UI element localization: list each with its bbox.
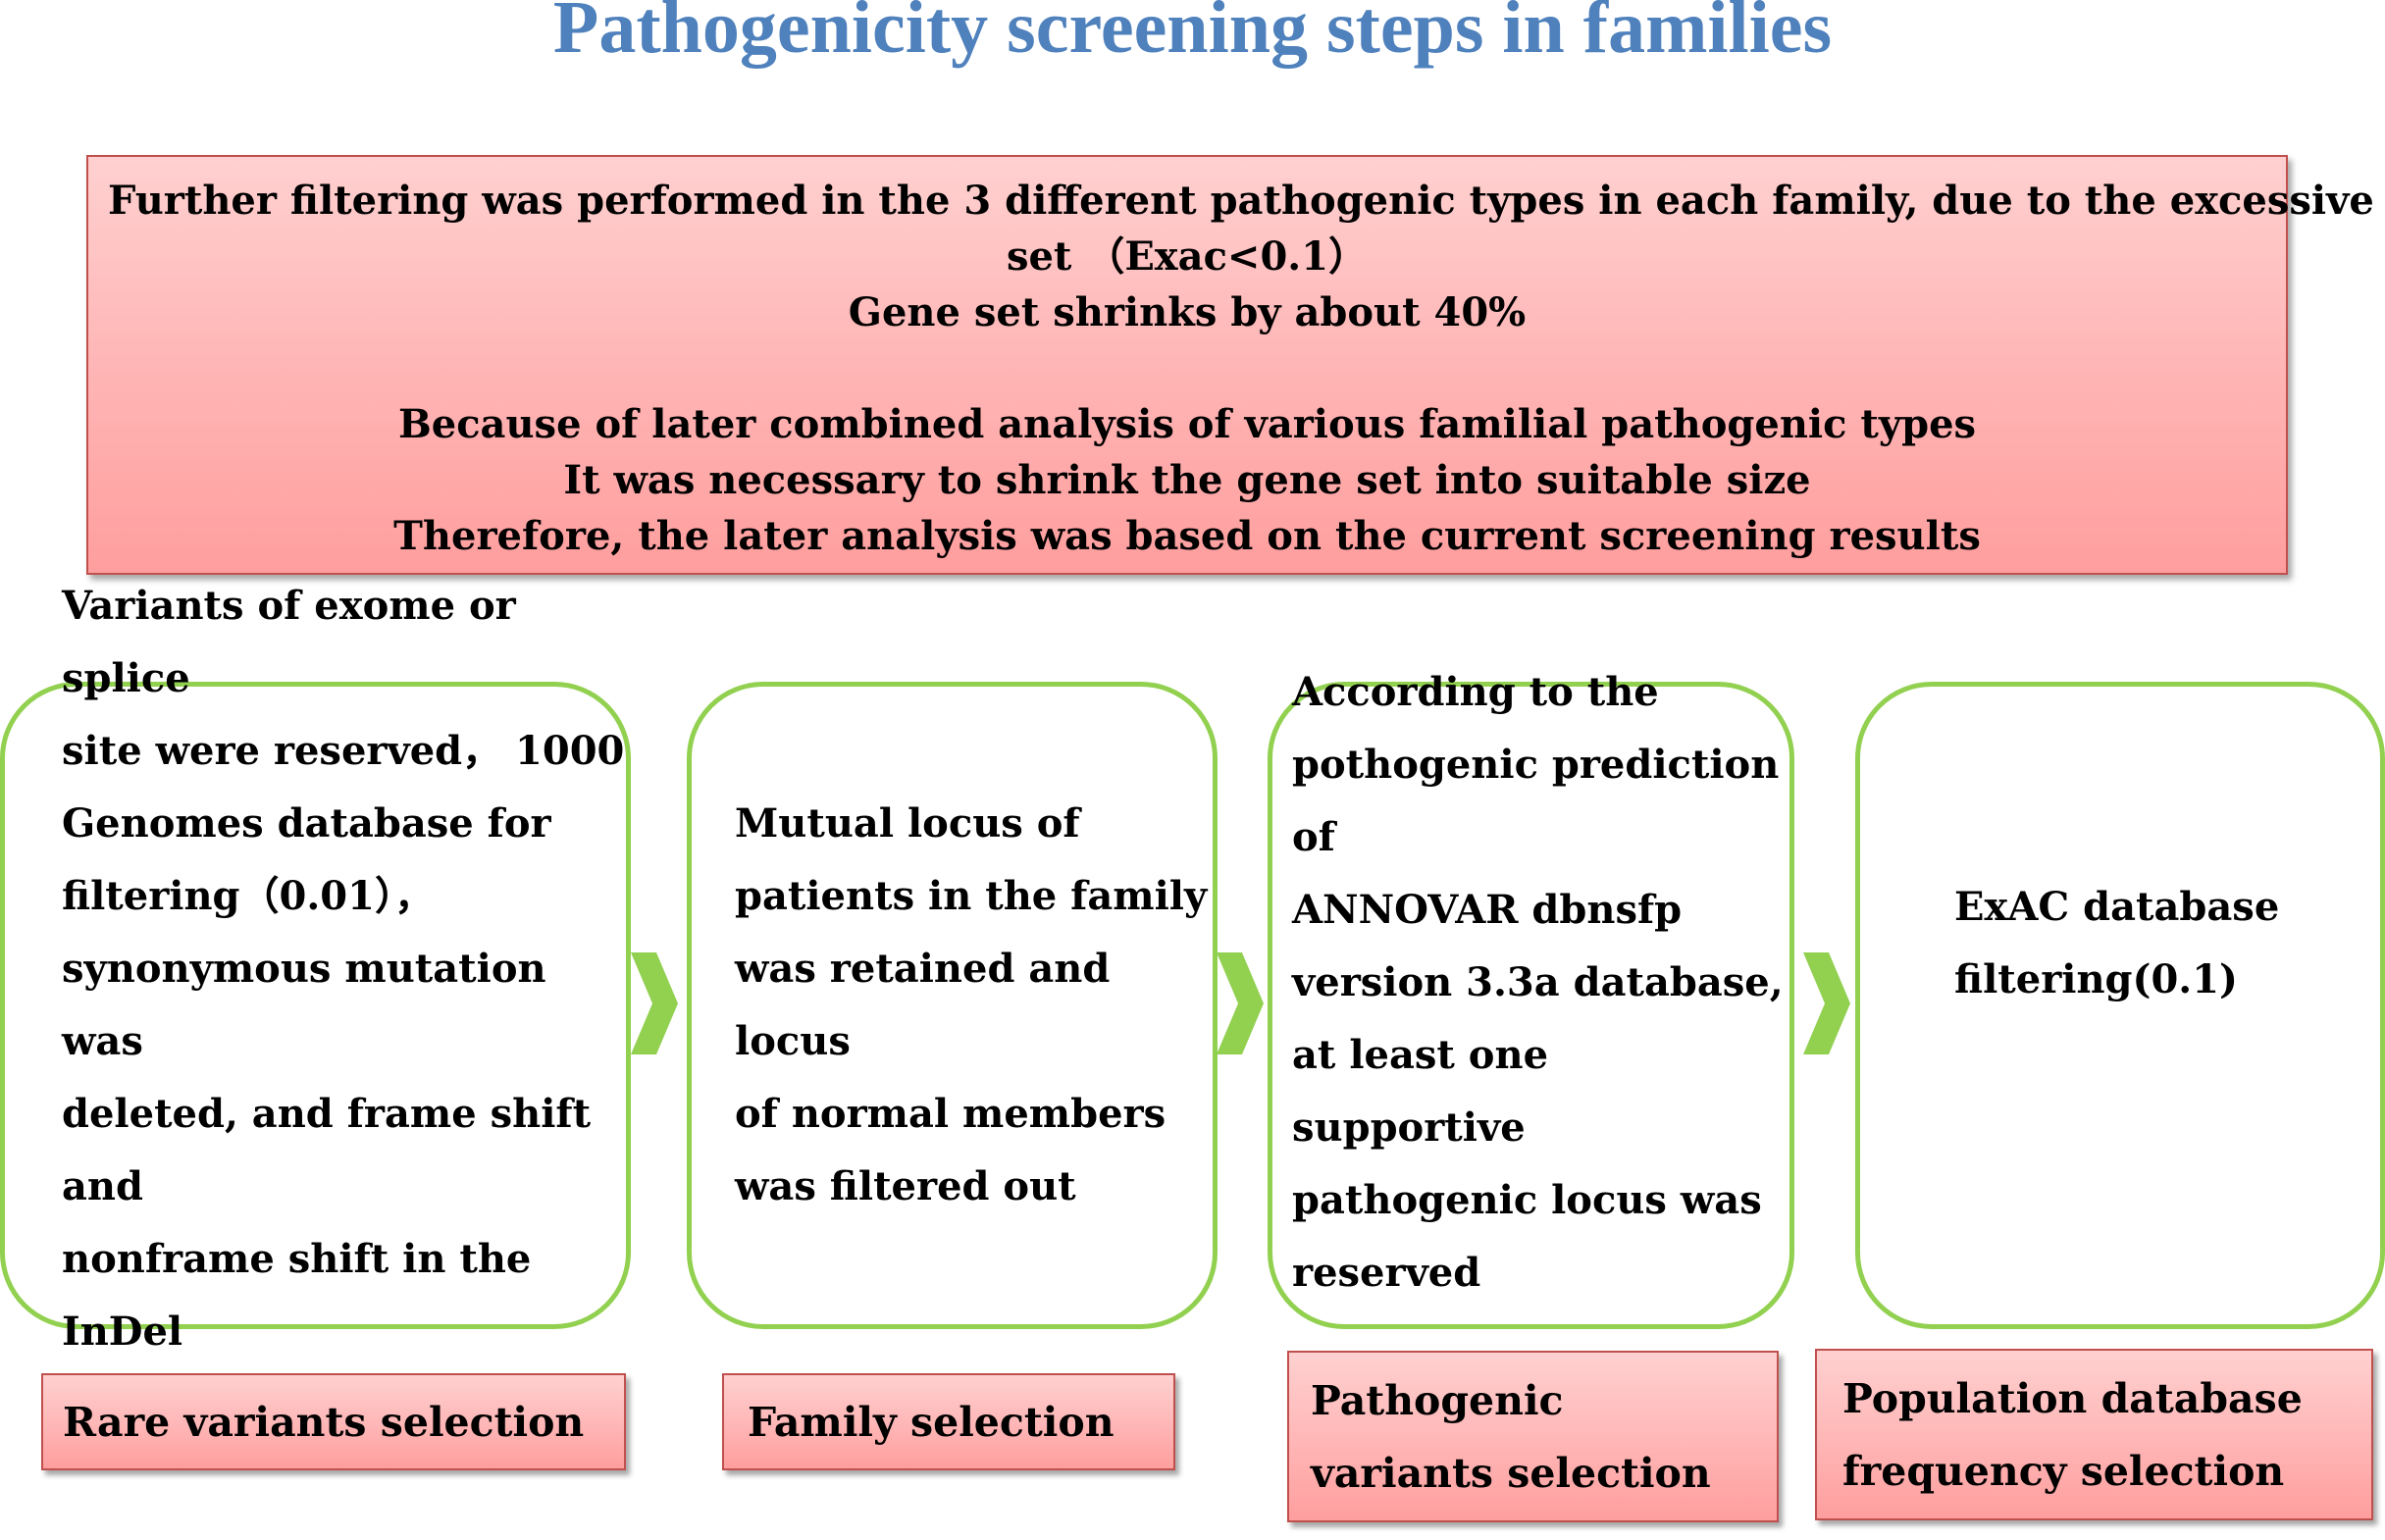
banner-line: Because of later combined analysis of va… xyxy=(397,401,1977,447)
step-box-rare-variants: Variants of exome or splice site were re… xyxy=(0,583,631,1427)
step-text: Mutual locus of patients in the family w… xyxy=(735,800,1208,1209)
step-box-family: Mutual locus of patients in the family w… xyxy=(687,682,1218,1329)
step-label-rare-variants: Rare variants selection xyxy=(41,1373,626,1470)
chevron-right-icon xyxy=(1217,952,1264,1054)
step-label-text: Family selection xyxy=(748,1398,1115,1446)
step-label-family: Family selection xyxy=(722,1373,1175,1470)
step-label-text: Population database frequency selection xyxy=(1842,1374,2303,1495)
banner-spacer xyxy=(108,340,2266,396)
step-text: Variants of exome or splice site were re… xyxy=(62,583,625,1427)
summary-banner: Further filtering was performed in the 3… xyxy=(86,155,2385,575)
step-text: ExAC database filtering(0.1) xyxy=(1954,884,2280,1002)
step-label-text: Rare variants selection xyxy=(63,1398,585,1446)
banner-line: It was necessary to shrink the gene set … xyxy=(563,457,1811,503)
step-text: According to the pothogenic prediction o… xyxy=(1292,669,1784,1296)
step-box-population: ExAC database filtering(0.1) xyxy=(1855,682,2385,1329)
banner-line: Therefore, the later analysis was based … xyxy=(393,513,1981,559)
step-label-text: Pathogenic variants selection xyxy=(1311,1376,1711,1497)
diagram-title: Pathogenicity screening steps in familie… xyxy=(552,0,1833,69)
chevron-right-icon xyxy=(631,952,678,1054)
banner-line: Further filtering was performed in the 3… xyxy=(108,178,2385,224)
step-box-pathogenic: According to the pothogenic prediction o… xyxy=(1268,669,1794,1329)
step-label-pathogenic: Pathogenic variants selection xyxy=(1287,1351,1779,1522)
banner-line: set （Exac<0.1） xyxy=(1006,233,1369,280)
chevron-right-icon xyxy=(1803,952,1850,1054)
step-label-population: Population database frequency selection xyxy=(1815,1349,2373,1520)
banner-line: Gene set shrinks by about 40% xyxy=(848,289,1527,335)
